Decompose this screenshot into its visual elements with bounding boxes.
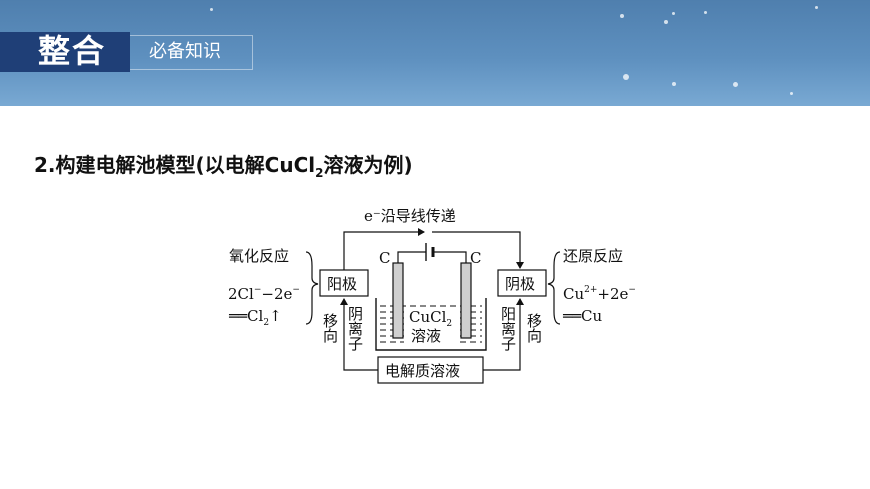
right-electrode-label: C	[470, 249, 481, 267]
anode-equation-1: 2Cl−−2e−	[228, 285, 300, 303]
right-brace	[547, 251, 561, 325]
section-badge	[0, 32, 130, 72]
cathode-equation-2: ══Cu	[562, 307, 603, 325]
left-brace	[305, 251, 319, 325]
outer-wire-right	[432, 231, 524, 269]
cation-move-label: 移向	[525, 313, 543, 343]
left-electrode	[392, 262, 404, 339]
anode-equation-2: ══Cl2↑	[228, 307, 282, 328]
oxidation-title: 氧化反应	[229, 247, 289, 265]
anion-path	[340, 298, 378, 371]
cation-type-label: 阳离子	[499, 306, 517, 351]
electrolyte-box	[377, 356, 484, 384]
anion-type-label: 阴离子	[346, 306, 364, 351]
electron-flow-label: e⁻沿导线传递	[364, 207, 456, 225]
solution-label-1: CuCl2	[409, 308, 452, 329]
beaker	[375, 298, 487, 351]
section-heading: 2.构建电解池模型(以电解CuCl2溶液为例)	[34, 153, 413, 180]
cation-path	[483, 298, 524, 371]
electrolyte-label: 电解质溶液	[385, 362, 460, 380]
header-banner	[0, 0, 870, 106]
section-subtitle: 必备知识	[149, 41, 221, 62]
left-electrode-label: C	[379, 249, 390, 267]
solution-label-bg	[404, 308, 458, 348]
cathode-label: 阴极	[505, 275, 535, 293]
anode-box	[319, 269, 369, 297]
cathode-box	[497, 269, 547, 297]
anode-label: 阳极	[327, 275, 357, 293]
inner-wire-left	[397, 251, 426, 263]
cathode-equation-1: Cu2++2e−	[563, 285, 636, 303]
solution-label-2: 溶液	[411, 327, 441, 345]
inner-wire-right	[433, 251, 467, 263]
section-badge-label: 整合	[38, 32, 107, 70]
reduction-title: 还原反应	[563, 247, 623, 265]
subtitle-box	[130, 35, 253, 70]
right-electrode	[460, 262, 472, 339]
outer-wire-left	[343, 228, 425, 270]
anion-move-label: 移向	[321, 313, 339, 343]
